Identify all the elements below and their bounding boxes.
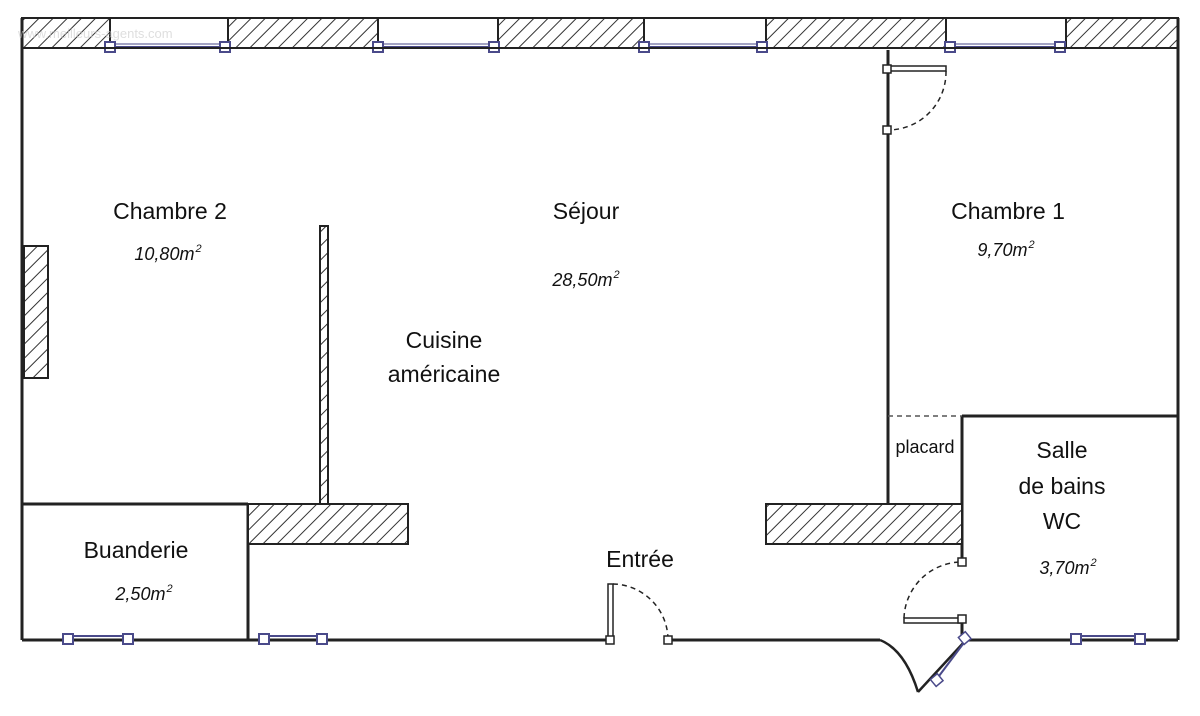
wall-pier	[765, 17, 947, 49]
top-wall	[21, 17, 1179, 49]
wall-pier	[1065, 17, 1179, 49]
interior-walls	[22, 50, 1178, 640]
wall-pier	[227, 17, 379, 49]
doors	[605, 64, 973, 693]
room-area-chambre-1: 9,70m2	[977, 239, 1035, 260]
wall-pier	[497, 17, 645, 49]
room-name-cuisine-line2: américaine	[387, 361, 501, 387]
watermark: www.meilleurs-agents.com	[18, 26, 173, 41]
room-name-entree: Entrée	[606, 546, 674, 572]
room-area-buanderie: 2,50m2	[115, 583, 173, 604]
room-name-chambre-1: Chambre 1	[951, 198, 1065, 224]
wall-block-left	[247, 503, 409, 545]
room-name-sdb-line3: WC	[1042, 508, 1082, 534]
bottom-windows	[62, 633, 1146, 645]
wall-block-right	[765, 503, 963, 545]
partition-wall	[319, 225, 329, 509]
left-wall-pier	[23, 245, 49, 379]
room-area-sejour: 28,50m2	[552, 269, 620, 290]
room-name-chambre-2: Chambre 2	[113, 198, 227, 224]
room-name-placard: placard	[895, 437, 955, 457]
room-name-sdb-line2: de bains	[1018, 473, 1106, 499]
room-area-sdb: 3,70m2	[1039, 557, 1097, 578]
room-name-sdb-line1: Salle	[1036, 437, 1088, 463]
room-name-buanderie: Buanderie	[83, 537, 189, 563]
exterior-walls	[20, 18, 1180, 642]
room-name-sejour: Séjour	[552, 198, 620, 224]
room-name-cuisine-line1: Cuisine	[405, 327, 483, 353]
room-area-chambre-2: 10,80m2	[134, 243, 202, 264]
